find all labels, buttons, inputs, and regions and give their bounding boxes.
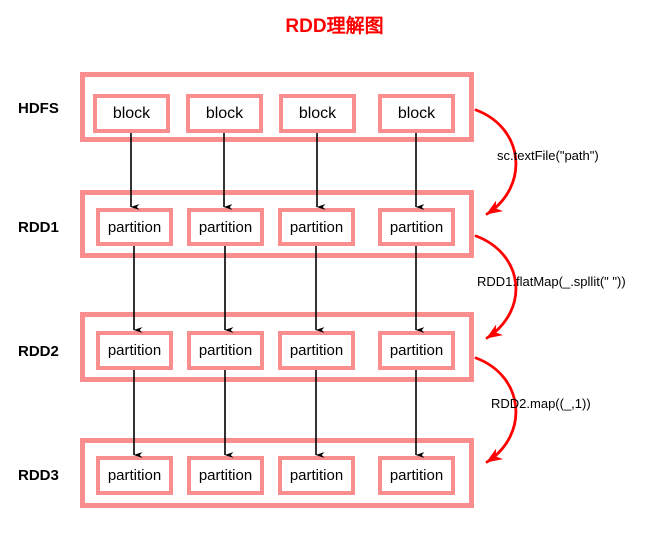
row-label-hdfs: HDFS (18, 100, 59, 117)
row-label-rdd1: RDD1 (18, 219, 59, 236)
layer-box-rdd2 (80, 312, 474, 382)
transformation-caption-rdd2-rdd3: RDD2.map((_,1)) (491, 396, 591, 411)
cell-rdd1-1[interactable]: partition (187, 208, 264, 246)
cell-rdd3-3[interactable]: partition (378, 456, 455, 495)
cell-rdd1-2[interactable]: partition (278, 208, 355, 246)
cell-hdfs-3[interactable]: block (378, 94, 455, 133)
cell-rdd3-0[interactable]: partition (96, 456, 173, 495)
layer-box-rdd3 (80, 438, 474, 508)
cell-rdd2-3[interactable]: partition (378, 331, 455, 370)
layer-box-hdfs (80, 72, 474, 142)
cell-hdfs-1[interactable]: block (186, 94, 263, 133)
cell-rdd1-0[interactable]: partition (96, 208, 173, 246)
cell-hdfs-0[interactable]: block (93, 94, 170, 133)
cell-rdd2-1[interactable]: partition (187, 331, 264, 370)
cell-rdd2-2[interactable]: partition (278, 331, 355, 370)
transformation-caption-rdd1-rdd2: RDD1.flatMap(_.spllit(" ")) (477, 274, 626, 289)
cell-rdd2-0[interactable]: partition (96, 331, 173, 370)
cell-rdd3-1[interactable]: partition (187, 456, 264, 495)
row-label-rdd2: RDD2 (18, 343, 59, 360)
transformation-caption-hdfs-rdd1: sc.textFile("path") (497, 148, 599, 163)
layer-box-rdd1 (80, 190, 474, 258)
cell-rdd1-3[interactable]: partition (378, 208, 455, 246)
cell-hdfs-2[interactable]: block (279, 94, 356, 133)
cell-rdd3-2[interactable]: partition (278, 456, 355, 495)
row-label-rdd3: RDD3 (18, 467, 59, 484)
diagram-title: RDD理解图 (285, 16, 384, 37)
